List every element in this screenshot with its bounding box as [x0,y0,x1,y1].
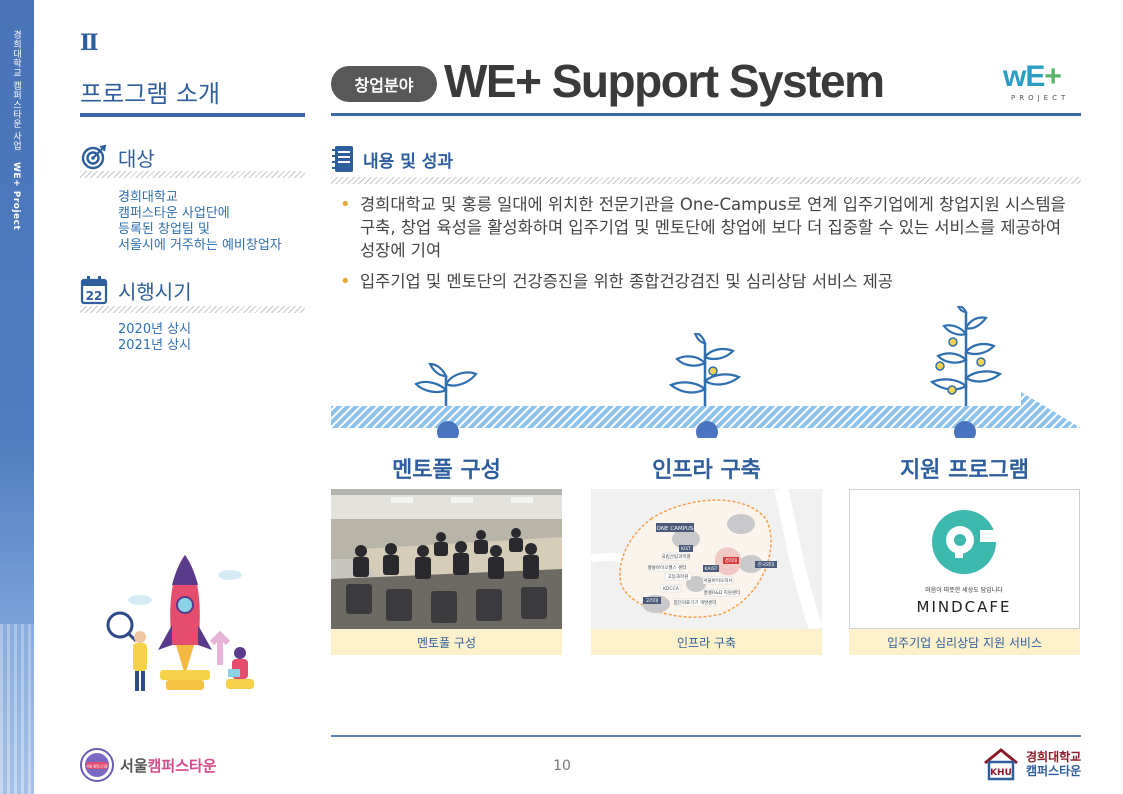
mindcafe-logo-panel: 마음이 따뜻한 세상도 담입니다 MINDCAFE [849,489,1080,629]
we-project-logo: wE+ PROJECT [1003,62,1083,106]
seoul-campustown-badge-icon: 서울 캠퍼스타운 [80,748,114,782]
khu-text-line2: 캠퍼스타운 [1026,764,1082,778]
map-pin-label: KAIST [705,566,718,572]
content-heading: 내용 및 성과 [331,145,453,173]
map-pin-label: 경희대 [725,557,737,564]
target-hatch-divider [80,171,305,178]
stage-title-mentor-pool: 멘토풀 구성 [392,458,501,483]
bullet-item: 경희대학교 및 홍릉 일대에 위치한 전문기관을 One-Campus로 연계 … [340,193,1070,262]
strip-caption: 경희대학교 캠퍼스타운 사업 [11,30,21,151]
map-label-one-campus: ONE CAMPUS [657,526,694,532]
target-heading-text: 대상 [118,147,155,171]
map-pin-label: 고려대 [646,597,658,604]
strip-caption-bold: WE+ Project [11,162,21,231]
target-line: 서울시에 거주하는 예비창업자 [118,238,282,253]
khu-house-icon: KHU [984,748,1018,781]
sprout-medium-icon [668,333,742,409]
khu-campustown-logo: KHU 경희대학교 캠퍼스타운 [982,747,1081,781]
bullet-item: 입주기업 및 멘토단의 건강증진을 위한 종합건강검진 및 심리상담 서비스 제… [340,270,1070,293]
page-number: 10 [553,758,571,774]
period-heading-text: 시행시기 [118,279,192,304]
section-divider [80,113,305,117]
we-logo-plus: + [1044,60,1062,93]
mindcafe-tagline: 마음이 따뜻한 세상도 담입니다 [925,586,1003,594]
caption-infrastructure: 인프라 구축 [591,629,822,655]
map-pin-label: 한국외대 [758,561,775,568]
category-pill: 창업분야 [331,66,437,102]
section-title: 프로그램 소개 [80,80,221,108]
map-pin-label: 국립산림과학원 [662,553,691,560]
we-logo-text: wE [1003,60,1045,93]
mindcafe-name: MINDCAFE [917,598,1012,616]
page-title: WE+ Support System [444,55,885,107]
timeline-dot [696,421,718,438]
section-numeral: Ⅱ [80,30,99,56]
we-logo-sub: PROJECT [1011,94,1070,102]
stage-title-support-program: 지원 프로그램 [899,458,1030,483]
notebook-icon [332,146,353,172]
sprout-large-icon [929,306,1003,408]
map-pin-label: 고등과학원 [668,573,689,580]
period-line: 2021년 상시 [118,338,192,353]
rocket-illustration [106,555,254,691]
map-pin-label: 홍릉바이오헬스 센터 [648,564,687,571]
campus-map: ONE CAMPUS 경희대 KIST 국립산림과학원 홍릉바이오헬스 센터 K… [591,489,822,629]
header-divider [331,113,1081,116]
period-hatch-divider [80,306,305,313]
target-line: 캠퍼스타운 사업단에 [118,206,230,221]
period-body: 2020년 상시 2021년 상시 [118,322,191,354]
map-pin-label: 홍릉R&D 지원센터 [704,589,740,596]
target-heading: 대상 [80,143,155,172]
calendar-day: 22 [86,289,103,303]
map-pin-label: KIST [681,546,691,552]
khu-logo-text: 경희대학교 캠퍼스타운 [1026,750,1081,778]
calendar-icon: 22 [80,276,108,305]
map-pin-label: 첨단의료기기 개발센터 [674,599,717,606]
khu-mark-text: KHU [990,768,1012,778]
map-pin-label: 서울바이오허브 [704,577,733,584]
target-icon [81,144,107,169]
strip-cityscape-art [0,624,34,794]
content-bullet-list: 경희대학교 및 홍릉 일대에 위치한 전문기관을 One-Campus로 연계 … [340,193,1070,301]
target-line: 등록된 창업팀 및 [118,222,210,237]
meeting-photo [331,489,562,629]
timeline-dot [954,421,976,438]
period-line: 2020년 상시 [118,322,192,337]
strip-vertical-text: 경희대학교 캠퍼스타운 사업 WE+ Project [10,30,23,230]
target-body: 경희대학교 캠퍼스타운 사업단에 등록된 창업팀 및 서울시에 거주하는 예비창… [118,190,282,254]
seoul-text-a: 서울 [120,756,148,775]
left-side-strip: 경희대학교 캠퍼스타운 사업 WE+ Project [0,0,34,794]
stage-title-infrastructure: 인프라 구축 [652,458,761,483]
seoul-campustown-logo: 서울 캠퍼스타운 서울캠퍼스타운 [80,748,217,782]
content-hatch-divider [331,177,1081,184]
caption-counseling-service: 입주기업 심리상담 지원 서비스 [849,629,1080,655]
sprout-small-icon [414,362,478,408]
we-logo-mark: wE+ [1003,62,1083,92]
seoul-campustown-text: 서울캠퍼스타운 [120,755,217,776]
map-pin-label: KDCCA [663,586,680,592]
content-heading-text: 내용 및 성과 [363,151,454,172]
timeline-dot [437,421,459,438]
seoul-badge-text: 서울 캠퍼스타운 [86,764,108,769]
khu-text-line1: 경희대학교 [1026,750,1082,764]
target-line: 경희대학교 [118,190,178,205]
seoul-text-b: 캠퍼스타운 [147,756,217,775]
caption-mentor-pool: 멘토풀 구성 [331,629,562,655]
footer-divider [331,735,1081,737]
timeline-arrow [331,392,1081,438]
period-heading: 22 시행시기 [80,275,192,305]
